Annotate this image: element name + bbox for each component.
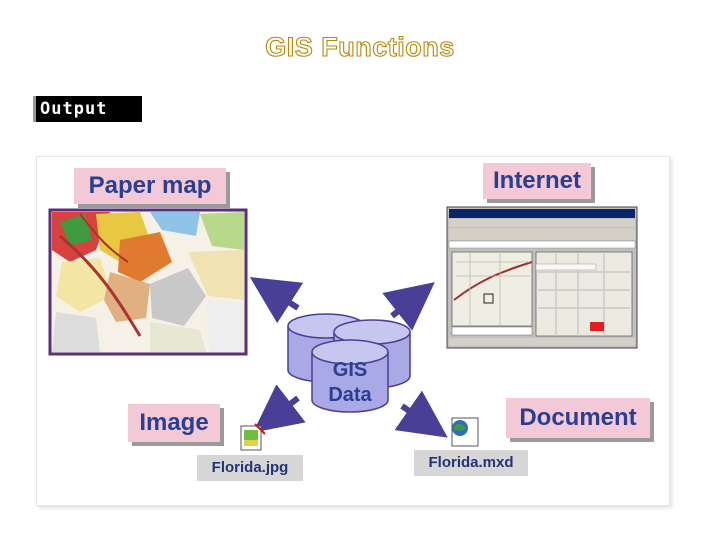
arrows [249,277,448,438]
paper-map-image [48,208,248,356]
image-file-label: Florida.jpg [197,455,303,481]
internet-label: Internet [483,163,591,199]
image-label: Image [128,404,220,442]
gis-data-cylinders [287,313,411,413]
gis-data-label: GIS Data [312,358,388,408]
internet-window-image [446,206,638,349]
jpg-file-icon [240,423,266,451]
arrow-to-document [394,390,448,438]
arrow-to-internet [382,282,435,331]
gis-data-line1: GIS [332,359,368,381]
arrow-to-paper-map [249,277,304,324]
document-file-label: Florida.mxd [414,450,528,476]
output-tag: Output [33,96,142,122]
gis-data-line2: Data [328,384,372,406]
document-label: Document [506,398,650,438]
paper-map-label: Paper map [74,168,226,204]
arrow-to-image [252,384,306,433]
slide-title: GIS Functions [265,31,455,62]
mxd-file-icon [451,417,479,447]
